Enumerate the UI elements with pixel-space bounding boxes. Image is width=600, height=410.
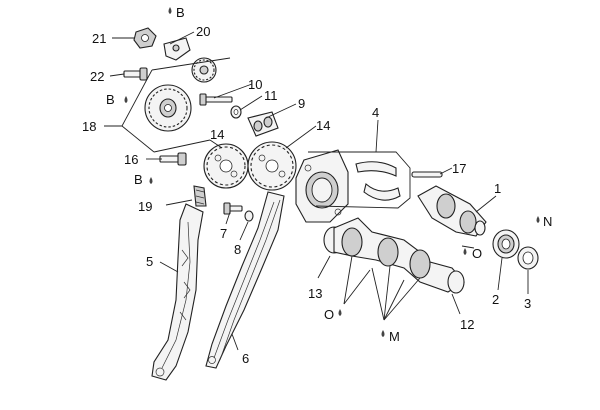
label-6: 6 [242,351,249,366]
label-20: 20 [196,24,210,39]
oil-drop-icon [124,7,540,337]
small-gear-part-20 [191,57,217,83]
label-2: 2 [492,292,499,307]
chain-guide-part-5 [151,203,204,381]
sprocket-right-part-14 [247,141,297,191]
tensioner-rail-part-6 [205,191,285,369]
label-19: 19 [138,199,152,214]
camshaft-part-1 [417,185,487,237]
label-17: 17 [452,161,466,176]
block-part-9 [247,111,279,137]
timing-chain-part-19 [193,185,207,207]
label-b-top: B [176,5,185,20]
nut-part-21 [133,27,157,49]
label-o-right: O [472,246,482,261]
label-3: 3 [524,296,531,311]
label-5: 5 [146,254,153,269]
label-18: 18 [82,119,96,134]
label-o-left: O [324,307,334,322]
leader-lines [104,31,529,351]
label-14-right: 14 [316,118,330,133]
label-9: 9 [298,96,305,111]
seal-ring-part-3 [517,246,539,270]
label-14-left: 14 [210,127,224,142]
pin-part-10 [199,93,233,106]
label-n: N [543,214,552,229]
bearing-part-2 [492,229,520,259]
label-16: 16 [124,152,138,167]
plate-part-20 [163,37,191,61]
label-13: 13 [308,286,322,301]
washer-part-11 [230,105,242,119]
label-11: 11 [264,88,278,103]
label-7: 7 [220,226,227,241]
label-b-middle: B [106,92,115,107]
pin-part-17 [411,171,443,178]
label-b-lower: B [134,172,143,187]
large-gear-part-18 [144,84,192,132]
label-m: M [389,329,400,344]
camshaft-part-13 [323,217,465,294]
screw-part-16 [159,152,187,166]
label-4: 4 [372,105,379,120]
label-10: 10 [248,77,262,92]
screw-part-7 [223,202,243,215]
cam-housing [295,149,349,223]
label-1: 1 [494,181,501,196]
label-21: 21 [92,31,106,46]
label-22: 22 [90,69,104,84]
washer-part-8 [244,210,254,222]
screw-part-22 [123,67,148,81]
label-8: 8 [234,242,241,257]
sprocket-left-part-14 [203,143,249,189]
bearing-shells-part-4 [308,151,411,209]
label-12: 12 [460,317,474,332]
